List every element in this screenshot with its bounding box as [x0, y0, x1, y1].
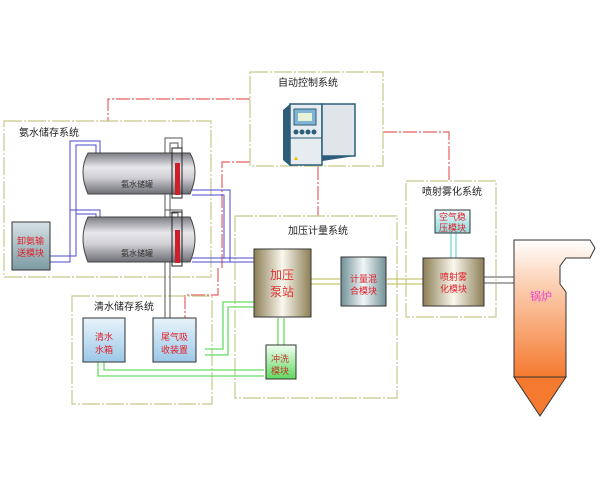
- spray-module-label-1: 喷射雾: [440, 271, 467, 283]
- air-stabilizer-label-1: 空气稳: [439, 211, 466, 223]
- ammonia-tank-2: [82, 211, 196, 267]
- unload-transfer-module: [11, 221, 51, 271]
- ammonia-tank-1: [82, 147, 196, 199]
- water-pipes: [97, 301, 285, 377]
- control-line-to-ammonia-storage: [107, 98, 250, 121]
- pump-station-label-2: 泵站: [270, 285, 294, 299]
- boiler-label: 锅炉: [530, 290, 552, 303]
- system-label-clean-water-storage: 清水储存系统: [94, 300, 154, 313]
- unload-transfer-label-1: 卸氨输: [17, 235, 44, 247]
- clean-water-label-2: 水箱: [95, 344, 113, 356]
- pump-station-label-1: 加压: [270, 268, 294, 282]
- system-box-ammonia-storage: [3, 120, 212, 278]
- air-stabilizer-module: [434, 209, 471, 234]
- spray-atomization-module: [422, 257, 485, 307]
- exhaust-absorber-label-1: 尾气吸: [161, 331, 188, 343]
- pressure-pump-station: [253, 248, 312, 318]
- control-cabinet-icon: [283, 103, 356, 166]
- clean-water-tank: [82, 317, 126, 363]
- system-box-clean-water-storage: [71, 295, 213, 405]
- spray-module-label-2: 化模块: [440, 283, 467, 295]
- air-stabilizer-label-2: 压模块: [439, 222, 466, 234]
- metering-mixing-label-2: 合模块: [350, 285, 377, 297]
- boiler: [513, 239, 596, 417]
- system-label-pressure-metering: 加压计量系统: [288, 224, 348, 237]
- exhaust-absorber: [152, 317, 197, 363]
- flush-module-label-2: 模块: [271, 365, 289, 377]
- control-signal-lines: [107, 98, 450, 318]
- flush-module: [265, 344, 297, 380]
- system-label-auto-control: 自动控制系统: [278, 76, 338, 89]
- system-box-auto-control: [249, 71, 384, 167]
- air-pipe: [450, 232, 457, 259]
- process-pipes: [310, 278, 425, 285]
- metering-mixing-module: [340, 256, 387, 307]
- tank-label-2: 氨水储罐: [121, 248, 153, 258]
- control-line-to-spray-system: [383, 131, 450, 181]
- system-label-spray-atomization: 喷射雾化系统: [422, 185, 482, 198]
- flush-module-label-1: 冲洗: [271, 353, 289, 365]
- ammonia-pipes: [50, 140, 262, 263]
- metering-mixing-label-1: 计量混: [350, 273, 377, 285]
- spray-to-boiler-pipes: [484, 276, 514, 284]
- exhaust-absorber-label-2: 收装置: [161, 344, 188, 356]
- system-label-ammonia-storage: 氨水储存系统: [19, 126, 79, 139]
- system-box-spray-atomization: [405, 180, 497, 318]
- unload-transfer-label-2: 送模块: [17, 247, 44, 259]
- control-line-to-exhaust: [184, 268, 219, 318]
- control-line-to-pressure-pump: [221, 161, 250, 268]
- tank-label-1: 氨水储罐: [121, 179, 153, 189]
- clean-water-label-1: 清水: [95, 331, 113, 343]
